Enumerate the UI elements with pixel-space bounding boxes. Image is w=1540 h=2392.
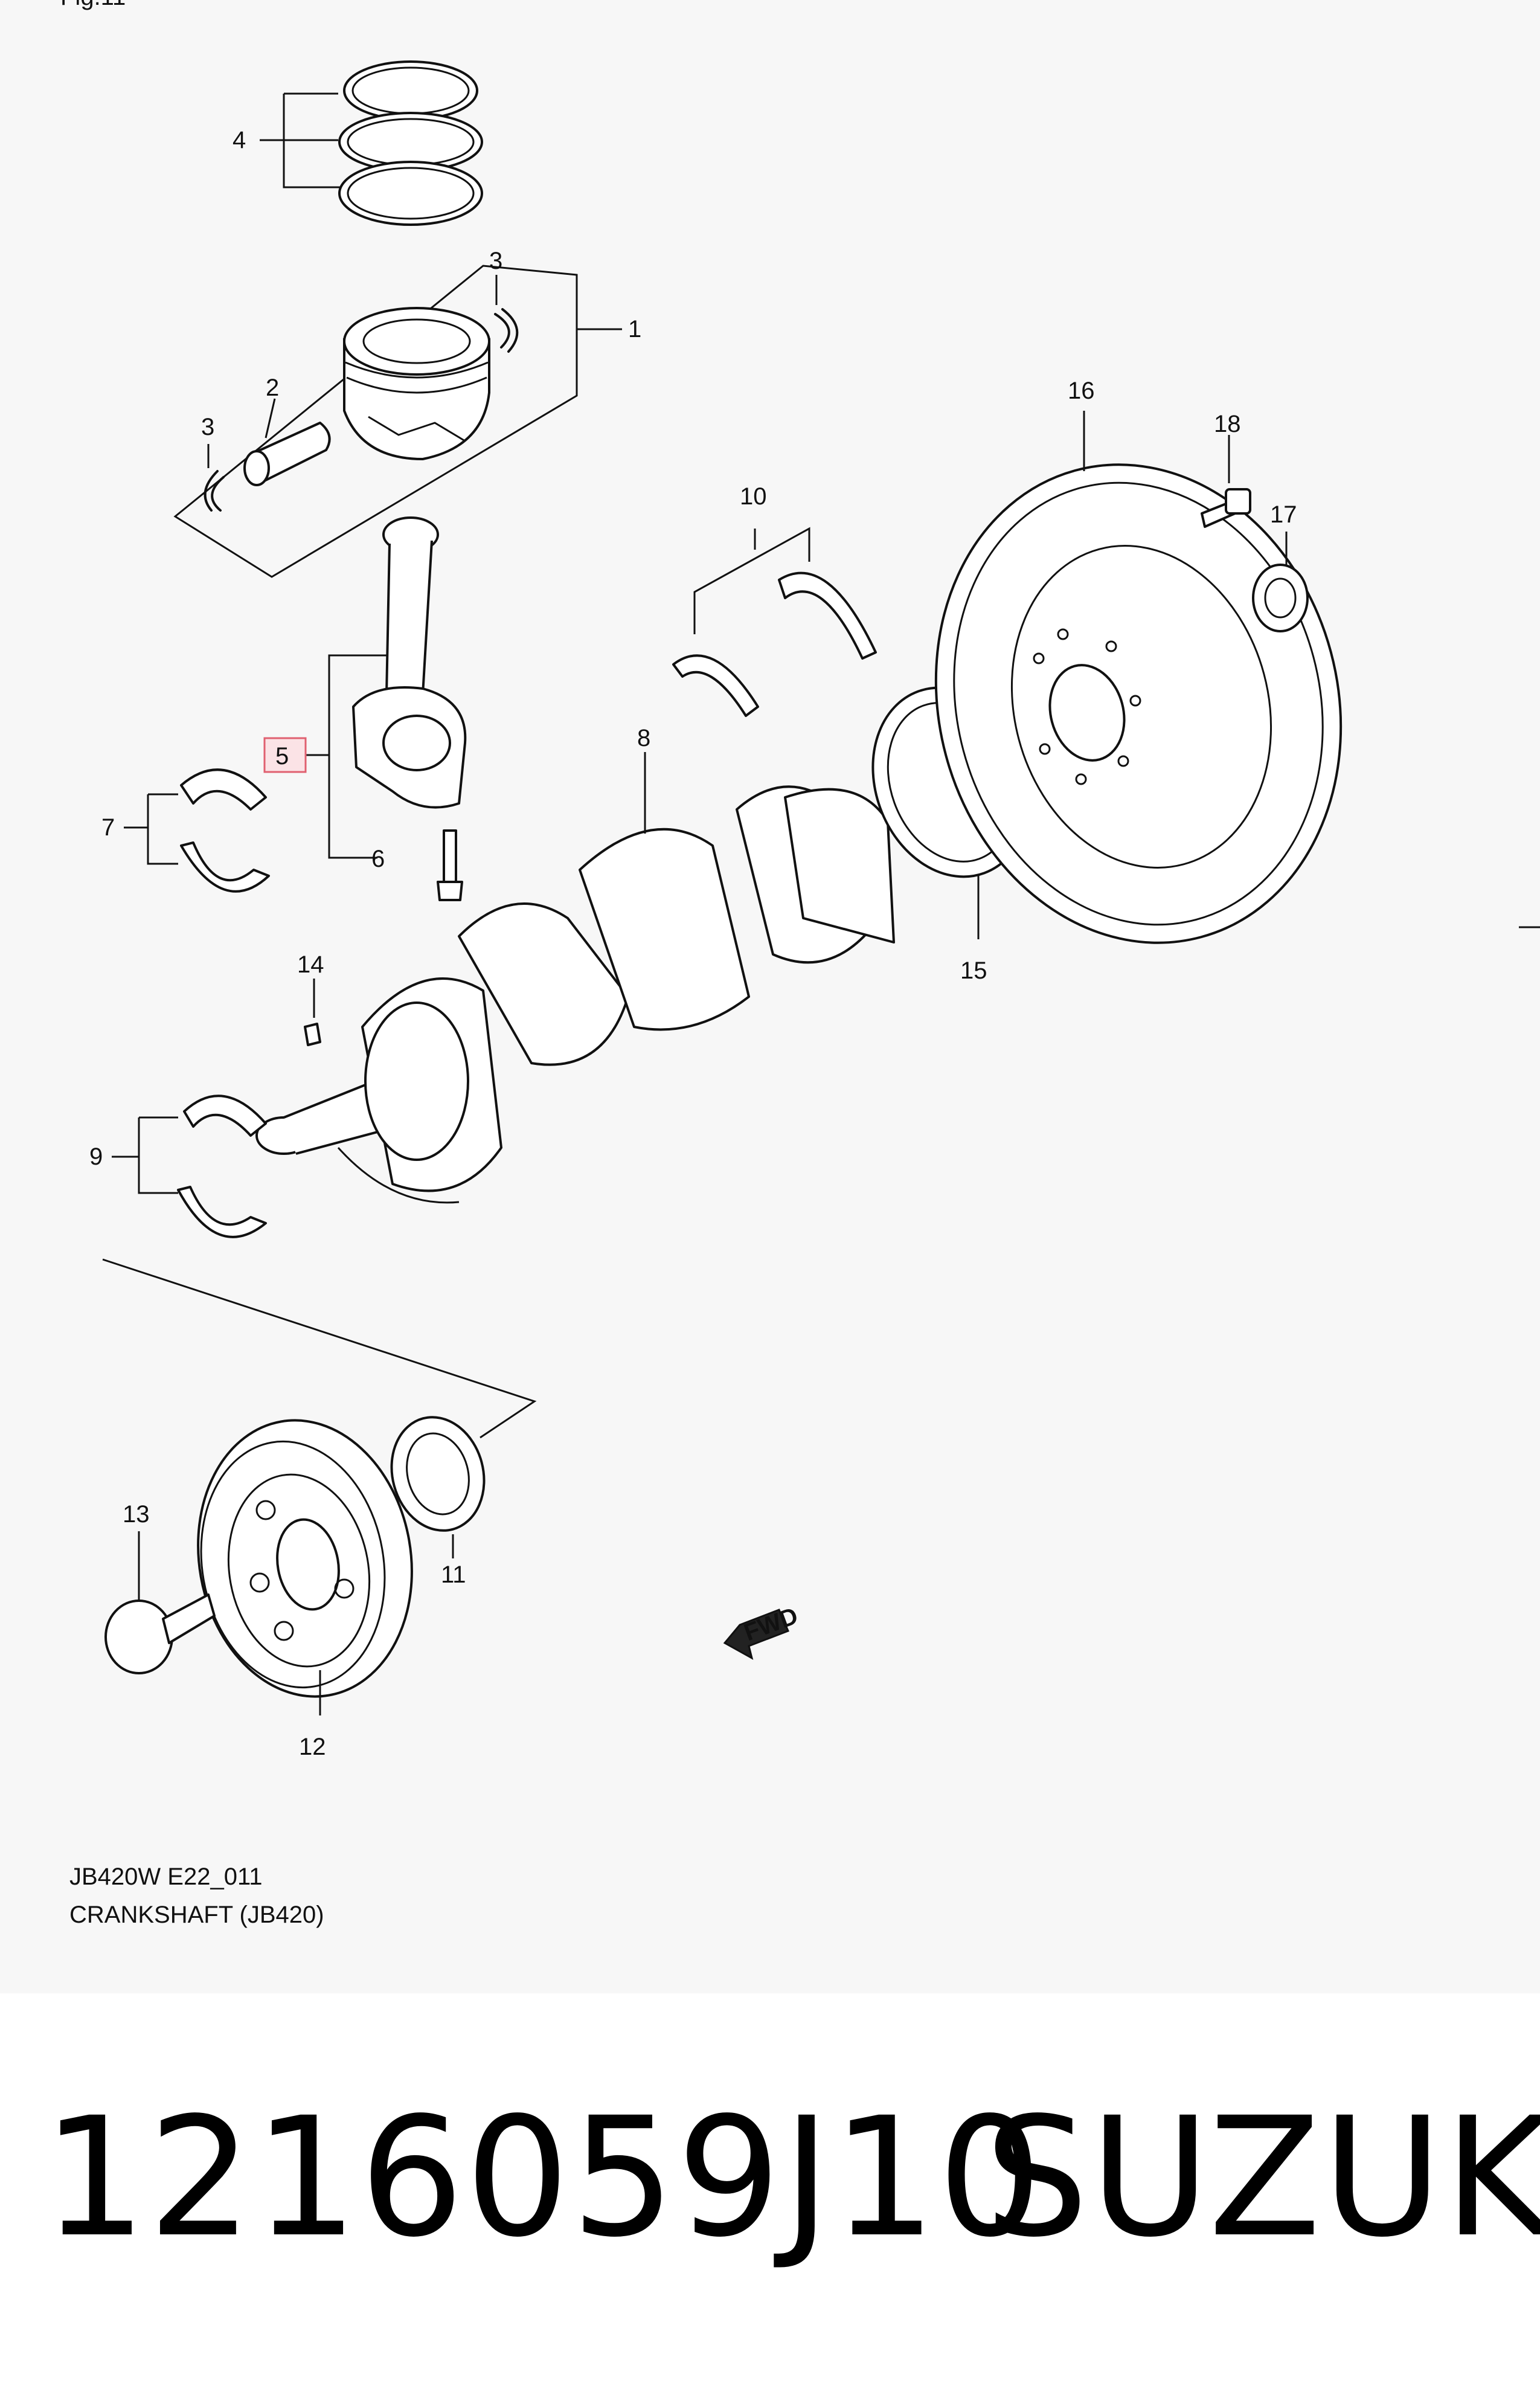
callout-4: 4: [233, 127, 246, 153]
callout-17: 17: [1270, 501, 1297, 528]
callout-7: 7: [101, 814, 115, 841]
leader-5-6-bracket: [328, 654, 387, 859]
callout-18: 18: [1214, 411, 1241, 437]
snap-ring-left: [204, 470, 225, 512]
leader-7: [124, 793, 178, 865]
footer-area: [0, 1993, 1540, 2392]
highlight-box-5: [263, 737, 307, 773]
crankshaft: [255, 785, 895, 1204]
pulley-bolt: [104, 1593, 216, 1674]
callout-12: 12: [299, 1734, 326, 1760]
pilot-bearing: [1252, 564, 1309, 632]
crank-key: [304, 1023, 321, 1046]
callout-14: 14: [297, 951, 324, 978]
piston-rings: [338, 60, 483, 226]
diagram-title: CRANKSHAFT (JB420): [69, 1902, 324, 1928]
exploded-view-diagram: Fig.11 4 1 2 3 3 5: [60, 0, 1540, 1928]
callout-10: 10: [740, 483, 767, 510]
fwd-direction-arrow: FWD: [723, 1603, 801, 1660]
leader-4: [260, 92, 341, 188]
callout-6: 6: [371, 846, 385, 872]
assembly-guide-line: [102, 1258, 537, 1439]
diagram-model-code: JB420W E22_011: [69, 1863, 262, 1890]
callout-3-left: 3: [201, 414, 214, 440]
flywheel-bolt: [1201, 488, 1251, 528]
callout-3-right: 3: [489, 248, 502, 274]
piston-pin: [243, 422, 331, 486]
part-number: 1216059J10: [42, 2083, 1044, 2274]
front-oil-seal: [390, 1416, 486, 1532]
callout-8: 8: [637, 725, 650, 751]
brand-name: SUZUKI: [984, 2083, 1540, 2274]
leader-9: [112, 1116, 178, 1194]
crankshaft-pulley: [197, 1419, 413, 1698]
callout-16: 16: [1068, 378, 1095, 404]
callout-9: 9: [89, 1143, 103, 1170]
callout-5-highlighted: 5: [275, 743, 289, 770]
header-fragment: Fig.11: [60, 0, 126, 10]
thrust-washers: [672, 571, 877, 717]
conrod-bolt: [437, 829, 463, 901]
flywheel: [934, 463, 1343, 944]
piston: [343, 307, 490, 460]
connecting-rod: [352, 516, 467, 809]
callout-13: 13: [123, 1501, 150, 1528]
callout-1: 1: [628, 316, 641, 342]
conrod-bearings: [180, 768, 270, 893]
parts-diagram-panel: Fig.11 4 1 2 3 3 5: [60, 0, 1540, 1928]
main-bearings: [177, 1095, 267, 1238]
callout-15: 15: [960, 957, 987, 984]
callout-11: 11: [441, 1561, 466, 1588]
snap-ring-right: [494, 308, 519, 353]
fwd-label: FWD: [740, 1603, 801, 1646]
callout-2: 2: [266, 375, 279, 401]
leader-10: [693, 527, 810, 634]
